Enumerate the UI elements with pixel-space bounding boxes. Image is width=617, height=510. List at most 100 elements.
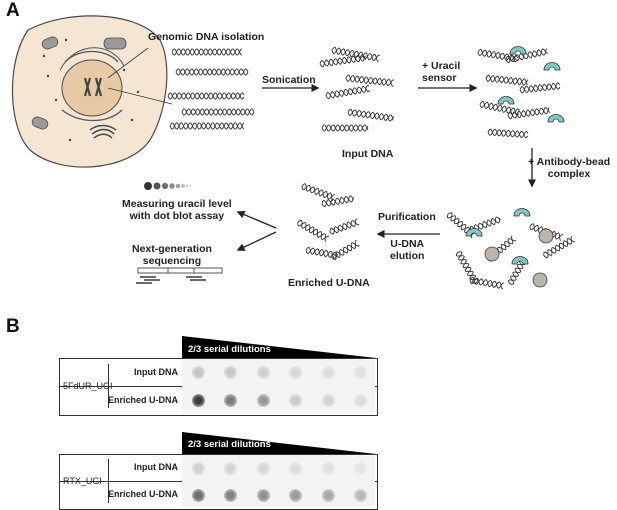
- label-udna-elution: U-DNA elution: [390, 238, 424, 262]
- cell-illustration: [11, 15, 173, 168]
- label-purification: Purification: [378, 211, 436, 223]
- dot-gradient: [144, 182, 192, 190]
- blot-dot: [224, 461, 237, 475]
- dna-helix: [487, 128, 529, 139]
- label-antibody-bead-line1: + Antibody-bead: [528, 156, 611, 168]
- label-sonication: Sonication: [262, 74, 316, 86]
- workflow-arrows: [236, 84, 536, 251]
- label-enriched-udna: Enriched U-DNA: [288, 277, 370, 289]
- uracil-sensor-icon: [497, 96, 515, 105]
- uracil-sensor-icon: [511, 256, 529, 265]
- dna-helix: [331, 240, 360, 261]
- label-uracil-sensor: + Uracil sensor: [422, 60, 460, 84]
- dna-helix: [543, 235, 576, 259]
- label-ngs-line2: sequencing: [142, 255, 202, 267]
- blot-dot: [256, 365, 270, 379]
- uracil-sensor-icon: [543, 62, 561, 71]
- dna-helix: [171, 48, 243, 56]
- label-input-dna: Input DNA: [342, 148, 394, 160]
- blot-dot: [191, 461, 205, 475]
- uracil-sensor-icon: [547, 114, 565, 123]
- blot-dot: [321, 461, 335, 475]
- dna-helix: [345, 74, 395, 87]
- ngs-tracks: [136, 267, 223, 284]
- blot-bracket-1: [108, 364, 109, 408]
- blot-row-label-2-2: Enriched U-DNA: [107, 489, 178, 499]
- blot-dot: [224, 365, 237, 379]
- label-antibody-bead-line2: complex: [547, 168, 591, 180]
- dna-helix: [321, 124, 369, 132]
- dna-helix: [331, 46, 380, 62]
- dna-helix: [319, 54, 367, 68]
- blot-dot: [191, 365, 205, 379]
- dna-helix: [169, 122, 245, 130]
- blot-row-label-1-1: Input DNA: [134, 367, 178, 377]
- dna-helix: [181, 108, 255, 116]
- label-ngs: Next-generation sequencing: [132, 243, 212, 267]
- dna-helix: [519, 82, 561, 94]
- blot-dot: [256, 393, 270, 407]
- dna-helix: [329, 218, 360, 235]
- dna-helix: [167, 92, 245, 100]
- blot-dot: [289, 461, 302, 475]
- uracil-sensor-icon: [465, 228, 483, 237]
- blot-dot: [354, 393, 367, 407]
- dna-helix: [469, 276, 505, 290]
- label-antibody-bead: + Antibody-bead complex: [528, 156, 610, 180]
- blot-dot: [289, 393, 302, 407]
- blot-dot: [354, 461, 367, 475]
- label-dot-blot-line2: with dot blot assay: [129, 210, 225, 222]
- label-genomic-dna-isolation: Genomic DNA isolation: [148, 31, 265, 43]
- blot-dot: [224, 488, 237, 502]
- blot-dot: [321, 393, 335, 407]
- label-udna-elution-line2: elution: [390, 250, 425, 262]
- blot-dot: [321, 488, 335, 502]
- blot-dot: [191, 393, 205, 407]
- dna-helix: [347, 108, 395, 122]
- blot-dot: [354, 488, 367, 502]
- blot-dot: [256, 488, 270, 502]
- dna-helix: [479, 100, 520, 116]
- uracil-sensor-icon: [509, 46, 527, 55]
- antibody-bead-icon: [484, 246, 500, 262]
- arrow-to-dot-blot: [236, 210, 277, 229]
- dna-helix: [175, 68, 249, 76]
- antibody-bead-icon: [538, 228, 554, 244]
- label-uracil-sensor-line1: + Uracil: [422, 60, 461, 72]
- label-dot-blot-line1: Measuring uracil level: [122, 198, 232, 210]
- blot-row-label-2-1: Input DNA: [134, 462, 178, 472]
- label-udna-elution-line1: U-DNA: [390, 238, 425, 250]
- dilution-label-1: 2/3 serial dilutions: [188, 344, 271, 355]
- blot-dot: [256, 461, 270, 475]
- blot-dot: [224, 393, 237, 407]
- sample-label-2: RTX_UGI: [63, 476, 102, 486]
- arrow-to-ngs: [236, 231, 277, 251]
- dna-helix: [305, 246, 339, 259]
- blot-dot: [289, 488, 302, 502]
- dna-helix: [301, 183, 336, 201]
- blot-dot: [191, 488, 205, 502]
- label-ngs-line1: Next-generation: [132, 243, 212, 255]
- dilution-wedge-2: [182, 432, 376, 454]
- mitochondria: [31, 36, 127, 130]
- antibody-bead-icon: [532, 272, 548, 288]
- golgi: [89, 124, 117, 139]
- dna-helix: [325, 84, 371, 100]
- label-dot-blot: Measuring uracil level with dot blot ass…: [122, 198, 232, 222]
- label-uracil-sensor-line2: sensor: [422, 72, 457, 84]
- blot-dot: [321, 365, 335, 379]
- uracil-sensor-icon: [513, 208, 531, 217]
- blot-membrane-2: [182, 455, 375, 507]
- blot-membrane-1: [182, 359, 375, 413]
- panel-label-b: B: [6, 316, 20, 337]
- blot-dot: [354, 365, 367, 379]
- dilution-wedge-1: [182, 336, 376, 358]
- sample-label-1: 5FdUR_UGI: [63, 381, 113, 391]
- dna-layer: [167, 46, 576, 290]
- blot-dot: [289, 365, 302, 379]
- dna-helix: [297, 219, 330, 243]
- dilution-label-2: 2/3 serial dilutions: [188, 439, 271, 450]
- dna-helix: [507, 107, 551, 120]
- blot-bracket-2: [108, 459, 109, 503]
